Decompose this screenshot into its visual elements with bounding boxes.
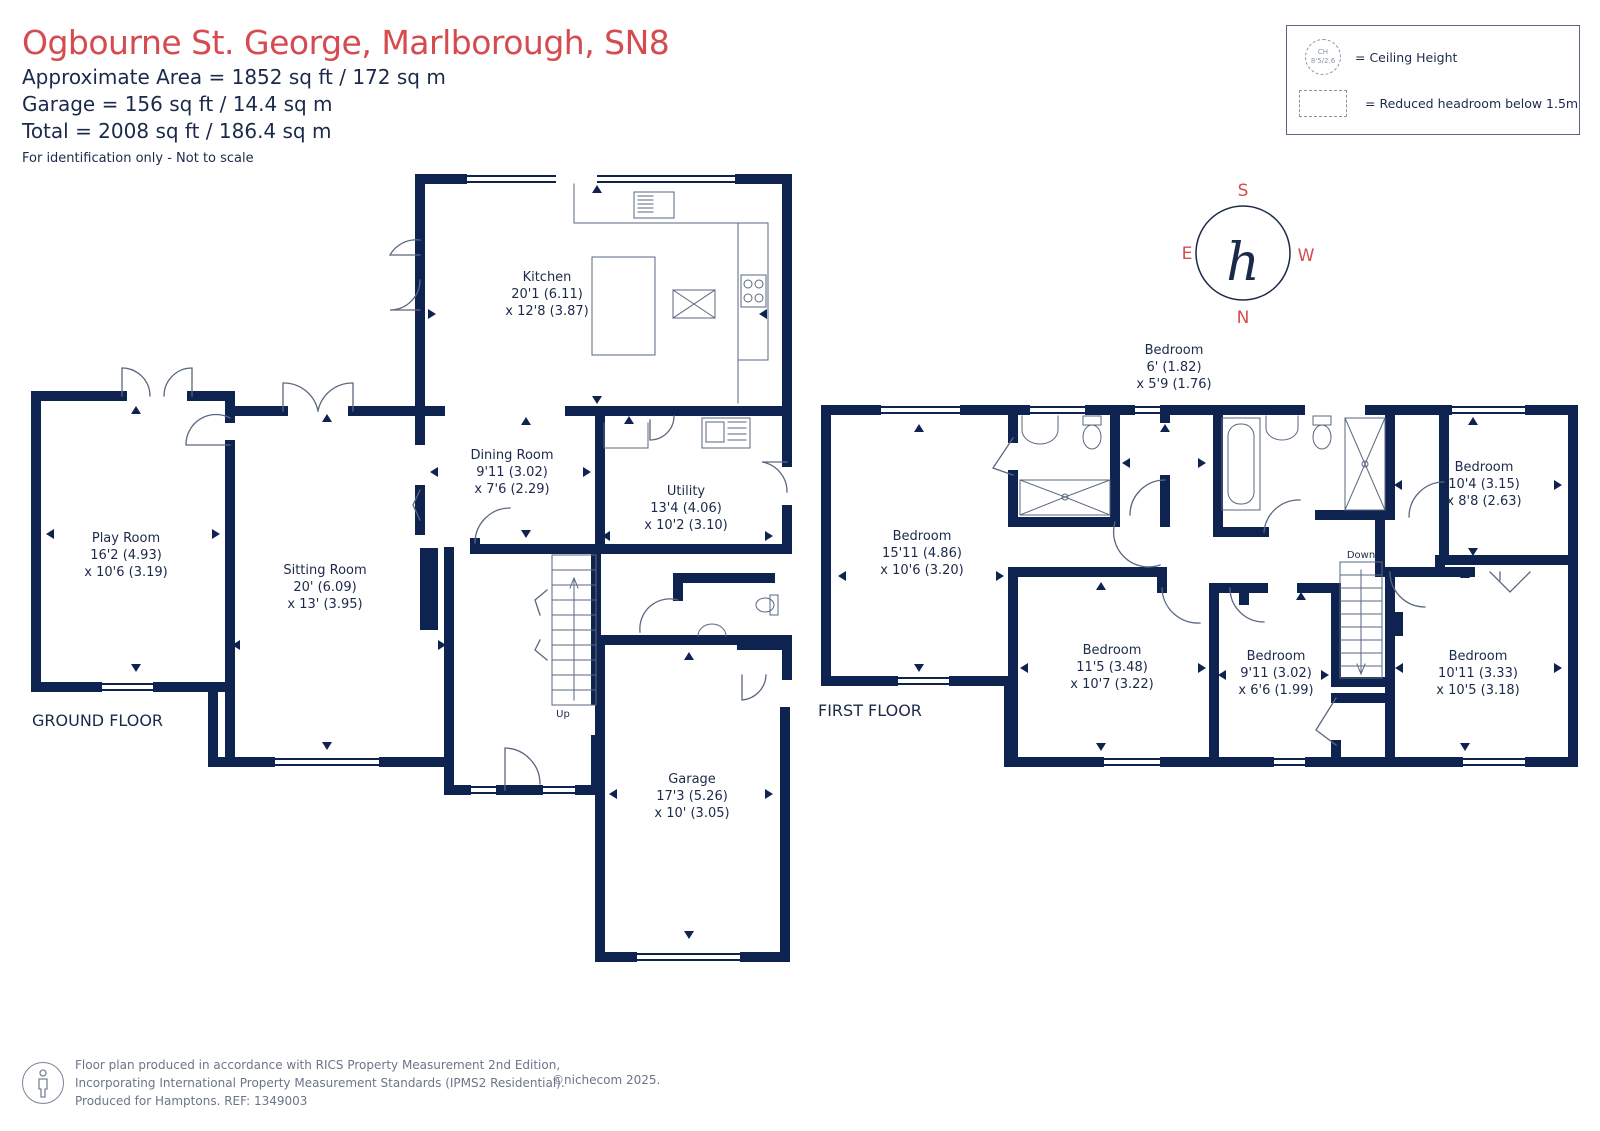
- room-labels: Kitchen 20'1 (6.11) x 12'8 (3.87) Dining…: [32, 270, 1522, 821]
- legend-box: CH 8'5/2.6 = Ceiling Height = Reduced he…: [1286, 25, 1580, 135]
- stairs-up-label: Up: [556, 709, 570, 720]
- bedroom-mid-name: Bedroom: [1083, 643, 1142, 658]
- total-area: Total = 2008 sq ft / 186.4 sq m: [22, 119, 332, 143]
- garage-name: Garage: [668, 772, 716, 787]
- bedroom-mid-dim2: x 10'7 (3.22): [1070, 677, 1153, 692]
- bedroom-master-name: Bedroom: [893, 529, 952, 544]
- compass-east: E: [1182, 244, 1193, 264]
- ground-stairs: [551, 554, 597, 706]
- bedroom-ne-dim1: 10'4 (3.15): [1448, 477, 1520, 492]
- bedroom-small-dim2: x 5'9 (1.76): [1136, 377, 1211, 392]
- garage-dim2: x 10' (3.05): [654, 806, 729, 821]
- ceiling-height-symbol: CH 8'5/2.6: [1305, 39, 1341, 75]
- header: Ogbourne St. George, Marlborough, SN8 Ap…: [22, 22, 670, 166]
- utility-dim1: 13'4 (4.06): [650, 501, 722, 516]
- garage-walls: [595, 640, 792, 962]
- compass-west: W: [1298, 246, 1315, 266]
- legend-ceiling-height: = Ceiling Height: [1355, 50, 1458, 65]
- footer-line-3: Produced for Hamptons. REF: 1349003: [75, 1094, 308, 1108]
- first-floor: [821, 405, 1578, 767]
- accessibility-icon: [22, 1062, 64, 1104]
- footer-line-2: Incorporating International Property Mea…: [75, 1076, 565, 1090]
- garage-area: Garage = 156 sq ft / 14.4 sq m: [22, 92, 333, 116]
- utility-name: Utility: [667, 484, 706, 499]
- bedroom-se-dim1: 10'11 (3.33): [1438, 666, 1518, 681]
- ground-floor-label: GROUND FLOOR: [32, 711, 163, 730]
- bedroom-master-dim2: x 10'6 (3.20): [880, 563, 963, 578]
- dining-dim2: x 7'6 (2.29): [474, 482, 549, 497]
- ground-floor: [31, 174, 792, 962]
- compass-ring: [1195, 205, 1291, 301]
- disclaimer: For identification only - Not to scale: [22, 151, 254, 166]
- first-doors: [991, 437, 1531, 746]
- chimney-breast: [420, 548, 438, 630]
- bedroom-se-name: Bedroom: [1449, 649, 1508, 664]
- play-room-name: Play Room: [92, 531, 160, 546]
- ground-windows: [96, 175, 746, 961]
- play-room-dim1: 16'2 (4.93): [90, 548, 162, 563]
- footer-line-1: Floor plan produced in accordance with R…: [75, 1058, 561, 1072]
- approximate-area: Approximate Area = 1852 sq ft / 172 sq m: [22, 65, 446, 89]
- sitting-room-dim1: 20' (6.09): [293, 580, 356, 595]
- bedroom-mid-dim1: 11'5 (3.48): [1076, 660, 1148, 675]
- stairs-down-label: Down: [1347, 550, 1375, 561]
- first-floor-fixtures: [1019, 415, 1386, 516]
- first-chimney: [1389, 612, 1403, 636]
- bedroom-small-dim1: 6' (1.82): [1146, 360, 1201, 375]
- first-floor-label: FIRST FLOOR: [818, 701, 922, 720]
- page-title: Ogbourne St. George, Marlborough, SN8: [22, 23, 670, 62]
- play-room-dim2: x 10'6 (3.19): [84, 565, 167, 580]
- bedroom-ne-dim2: x 8'8 (2.63): [1446, 494, 1521, 509]
- kitchen-dim2: x 12'8 (3.87): [505, 304, 588, 319]
- utility-walls: [595, 406, 792, 645]
- ground-doors: [121, 239, 788, 791]
- legend-reduced-headroom: = Reduced headroom below 1.5m: [1365, 96, 1579, 111]
- copyright: ©nichecom 2025.: [552, 1073, 661, 1087]
- kitchen-name: Kitchen: [523, 270, 572, 285]
- first-dimension-arrows: [838, 417, 1562, 751]
- compass: h S E W N: [1182, 181, 1315, 328]
- utility-dim2: x 10'2 (3.10): [644, 518, 727, 533]
- first-floor-inner-walls: [1008, 405, 1578, 767]
- first-stairs: [1339, 561, 1383, 679]
- kitchen-fixtures: [573, 183, 779, 637]
- kitchen-walls: [415, 174, 792, 467]
- dining-name: Dining Room: [470, 448, 553, 463]
- kitchen-dim1: 20'1 (6.11): [511, 287, 583, 302]
- first-windows: [875, 406, 1531, 766]
- ch-symbol-top: CH: [1317, 48, 1329, 56]
- bedroom-ne-name: Bedroom: [1455, 460, 1514, 475]
- bedroom-master-dim1: 15'11 (4.86): [882, 546, 962, 561]
- reduced-headroom-symbol: [1299, 90, 1347, 117]
- sitting-room-dim2: x 13' (3.95): [287, 597, 362, 612]
- bedroom-small-name: Bedroom: [1145, 343, 1204, 358]
- garage-dim1: 17'3 (5.26): [656, 789, 728, 804]
- ground-dimension-arrows: [46, 185, 773, 939]
- bedroom-3-dim1: 9'11 (3.02): [1240, 666, 1312, 681]
- bedroom-se-dim2: x 10'5 (3.18): [1436, 683, 1519, 698]
- compass-north: N: [1237, 308, 1250, 328]
- ch-symbol-bottom: 8'5/2.6: [1310, 57, 1336, 65]
- sitting-room-name: Sitting Room: [283, 563, 366, 578]
- compass-logo: h: [1226, 233, 1260, 293]
- dining-dim1: 9'11 (3.02): [476, 465, 548, 480]
- bedroom-3-dim2: x 6'6 (1.99): [1238, 683, 1313, 698]
- bedroom-3-name: Bedroom: [1247, 649, 1306, 664]
- compass-south: S: [1238, 181, 1249, 201]
